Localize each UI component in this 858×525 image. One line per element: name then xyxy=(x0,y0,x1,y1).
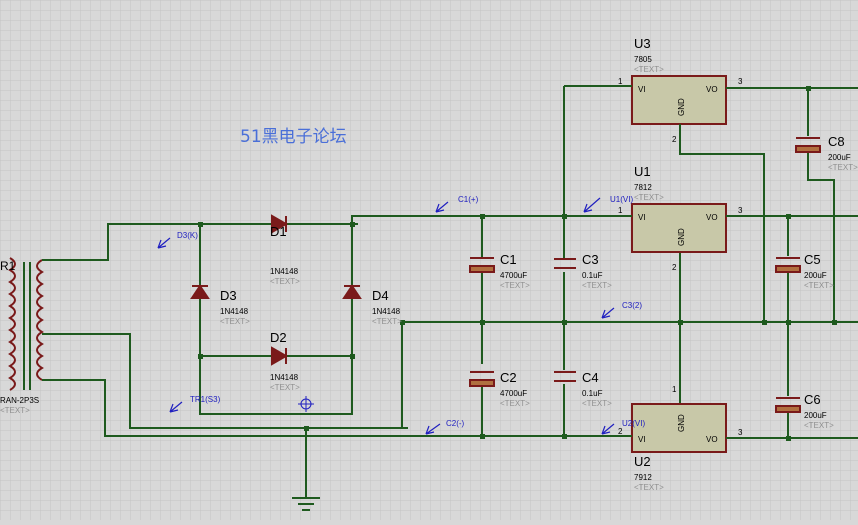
u3-text: <TEXT> xyxy=(634,65,664,74)
c1-text: <TEXT> xyxy=(500,281,530,290)
u2-pin-vo: VO xyxy=(706,435,718,444)
c2-text: <TEXT> xyxy=(500,399,530,408)
c2-ref: C2 xyxy=(500,370,517,385)
d1-value: 1N4148 xyxy=(270,267,299,276)
ground-symbol xyxy=(292,497,320,511)
u2-ref: U2 xyxy=(634,454,651,469)
u2-pin-num-gnd: 1 xyxy=(672,385,677,394)
c3-ref: C3 xyxy=(582,252,599,267)
u3-value: 7805 xyxy=(634,55,652,64)
regulator-u2[interactable] xyxy=(620,403,738,453)
d2-text: <TEXT> xyxy=(270,383,300,392)
c4-ref: C4 xyxy=(582,370,599,385)
d4-value: 1N4148 xyxy=(372,307,401,316)
u1-pin-num-in: 1 xyxy=(618,206,623,215)
capacitor-c3[interactable] xyxy=(554,258,576,269)
c5-ref: C5 xyxy=(804,252,821,267)
u1-value: 7812 xyxy=(634,183,652,192)
u1-text: <TEXT> xyxy=(634,193,664,202)
u3-ref: U3 xyxy=(634,36,651,51)
probe-arrows xyxy=(157,197,615,435)
probe-tr1-s3: TR1(S3) xyxy=(190,395,221,404)
d4-ref: D4 xyxy=(372,288,389,303)
c6-ref: C6 xyxy=(804,392,821,407)
capacitor-c8[interactable] xyxy=(795,137,821,153)
transformer-ref: R1 xyxy=(0,259,16,273)
c6-value: 200uF xyxy=(804,411,827,420)
u2-pin-gnd: GND xyxy=(677,414,686,432)
capacitor-c6[interactable] xyxy=(775,397,801,413)
u3-pin-num-out: 3 xyxy=(738,77,743,86)
d3-ref: D3 xyxy=(220,288,237,303)
u3-pin-vi: VI xyxy=(638,85,646,94)
diode-d2[interactable] xyxy=(271,346,289,366)
d2-ref: D2 xyxy=(270,330,287,345)
transformer-text: <TEXT> xyxy=(0,406,30,415)
u2-pin-num-out: 3 xyxy=(738,428,743,437)
u1-pin-gnd: GND xyxy=(677,228,686,246)
capacitor-c5[interactable] xyxy=(775,257,801,273)
u1-pin-vi: VI xyxy=(638,213,646,222)
capacitor-c4[interactable] xyxy=(554,371,576,382)
u1-pin-num-out: 3 xyxy=(738,206,743,215)
probe-c2-minus: C2(-) xyxy=(446,419,465,428)
u2-text: <TEXT> xyxy=(634,483,664,492)
diode-d4[interactable] xyxy=(342,284,362,299)
d4-text: <TEXT> xyxy=(372,317,402,326)
c6-text: <TEXT> xyxy=(804,421,834,430)
watermark-text: 51黑电子论坛 xyxy=(240,127,347,147)
d3-text: <TEXT> xyxy=(220,317,250,326)
regulator-u3[interactable] xyxy=(620,75,738,134)
u2-pin-num-in: 2 xyxy=(618,427,623,436)
c8-ref: C8 xyxy=(828,134,845,149)
crosshair-marker xyxy=(298,396,314,412)
u3-pin-num-gnd: 2 xyxy=(672,135,677,144)
probe-c3-2: C3(2) xyxy=(622,301,642,310)
c8-value: 200uF xyxy=(828,153,851,162)
d1-ref: D1 xyxy=(270,224,287,239)
c1-value: 4700uF xyxy=(500,271,527,280)
capacitor-c1[interactable] xyxy=(469,257,495,273)
c1-ref: C1 xyxy=(500,252,517,267)
probe-d3k: D3(K) xyxy=(177,231,198,240)
c8-text: <TEXT> xyxy=(828,163,858,172)
u1-ref: U1 xyxy=(634,164,651,179)
diode-d3[interactable] xyxy=(190,284,210,299)
capacitor-c2[interactable] xyxy=(469,371,495,387)
d3-value: 1N4148 xyxy=(220,307,249,316)
c3-value: 0.1uF xyxy=(582,271,603,280)
junctions xyxy=(198,86,837,441)
u3-pin-gnd: GND xyxy=(677,98,686,116)
probe-u1-vi: U1(VI) xyxy=(610,195,633,204)
c2-value: 4700uF xyxy=(500,389,527,398)
c5-text: <TEXT> xyxy=(804,281,834,290)
u2-value: 7912 xyxy=(634,473,652,482)
transformer-tr1[interactable] xyxy=(8,257,58,391)
u1-pin-vo: VO xyxy=(706,213,718,222)
probe-u2-vi: U2(VI) xyxy=(622,419,645,428)
u3-pin-vo: VO xyxy=(706,85,718,94)
c4-value: 0.1uF xyxy=(582,389,603,398)
regulator-u1[interactable] xyxy=(620,203,738,253)
u3-pin-num-in: 1 xyxy=(618,77,623,86)
u1-pin-num-gnd: 2 xyxy=(672,263,677,272)
c5-value: 200uF xyxy=(804,271,827,280)
u2-pin-vi: VI xyxy=(638,435,646,444)
d1-text: <TEXT> xyxy=(270,277,300,286)
probe-c1-plus: C1(+) xyxy=(458,195,479,204)
c4-text: <TEXT> xyxy=(582,399,612,408)
d2-value: 1N4148 xyxy=(270,373,299,382)
transformer-value: RAN-2P3S xyxy=(0,396,39,405)
c3-text: <TEXT> xyxy=(582,281,612,290)
diode-d1[interactable] xyxy=(271,214,289,234)
